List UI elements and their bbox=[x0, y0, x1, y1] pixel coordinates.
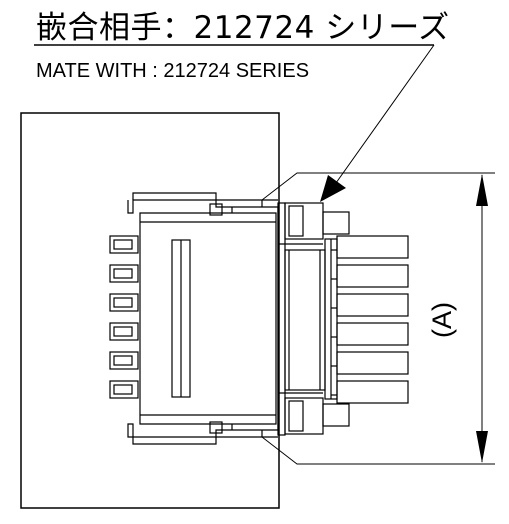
extension-lines bbox=[261, 172, 495, 465]
left-pin-tails bbox=[109, 235, 139, 399]
mating-plug bbox=[277, 202, 350, 436]
mating-housing bbox=[20, 112, 280, 509]
dimension-arrow-top bbox=[476, 174, 488, 206]
connector-body bbox=[127, 192, 279, 445]
leader-line bbox=[330, 44, 435, 191]
right-wire-strips bbox=[331, 235, 409, 404]
drawing-title-japanese: 嵌合相手：212724 シリーズ bbox=[36, 10, 450, 46]
drawing-title-english: MATE WITH : 212724 SERIES bbox=[36, 60, 310, 82]
dimension-label: (A) bbox=[427, 302, 457, 338]
dimension-arrow-bottom bbox=[476, 431, 488, 463]
callout-arrow bbox=[320, 175, 346, 202]
